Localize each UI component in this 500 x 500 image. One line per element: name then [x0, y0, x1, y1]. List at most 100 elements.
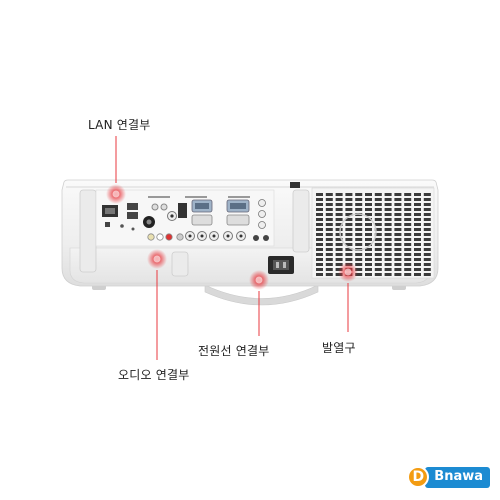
vent-slot — [374, 248, 382, 251]
vent-slot — [345, 193, 353, 196]
vent-slot — [335, 238, 343, 241]
vent-slot — [316, 203, 323, 206]
bnc-centers — [188, 234, 243, 238]
vent-slot — [335, 258, 343, 261]
vent-slot — [355, 233, 363, 236]
handle-right — [292, 189, 310, 253]
vent-slot — [365, 208, 372, 211]
vent-slot — [384, 268, 392, 271]
marker-audio — [147, 249, 167, 360]
vent-slot — [404, 223, 412, 226]
logo-b: B — [434, 468, 445, 484]
vent-slot — [325, 238, 333, 241]
vent-slot — [325, 218, 333, 221]
vent-slot — [394, 203, 402, 206]
audio-jacks — [147, 233, 184, 241]
vent-slot — [414, 268, 421, 271]
vent-slot — [345, 203, 353, 206]
vent-slot — [355, 193, 363, 196]
vent-slot — [374, 233, 382, 236]
vent-slot — [384, 248, 392, 251]
handle-mid — [171, 251, 189, 277]
vent-slot — [404, 233, 412, 236]
vent-slot — [384, 218, 392, 221]
vent-slot — [414, 243, 421, 246]
vent-slot — [325, 268, 333, 271]
vent-slot — [345, 213, 353, 216]
vent-slot — [365, 273, 372, 276]
vent-slot — [423, 248, 431, 251]
vent-slot — [335, 228, 343, 231]
vent-slot — [374, 238, 382, 241]
vent-slot — [423, 273, 431, 276]
vent-slot — [355, 223, 363, 226]
vent-slot — [374, 268, 382, 271]
vent-slot — [384, 213, 392, 216]
vent-slot — [394, 223, 402, 226]
vent-slot — [335, 213, 343, 216]
vent-slot — [365, 228, 372, 231]
vent-slot — [325, 203, 333, 206]
vent-slot — [325, 243, 333, 246]
vent-slot — [394, 238, 402, 241]
vent-slot — [316, 248, 323, 251]
vent-slot — [423, 193, 431, 196]
vent-slot — [404, 263, 412, 266]
vent-slot — [414, 198, 421, 201]
vent-slot — [325, 253, 333, 256]
vent-slot — [414, 208, 421, 211]
vent-slot — [423, 233, 431, 236]
vent-slot — [355, 238, 363, 241]
vent-slot — [335, 243, 343, 246]
vent-slot — [394, 198, 402, 201]
vent-slot — [316, 198, 323, 201]
vent-slot — [355, 208, 363, 211]
vent-slot — [345, 208, 353, 211]
video-jacks — [143, 203, 177, 228]
vent-slot — [423, 213, 431, 216]
vent-slot — [365, 223, 372, 226]
vent-slot — [325, 263, 333, 266]
panel-marking-2 — [185, 196, 207, 198]
vent-slot — [414, 248, 421, 251]
vent-slot — [325, 233, 333, 236]
vent-slot — [384, 243, 392, 246]
callout-lan-label: LAN 연결부 — [88, 118, 151, 132]
vent-slot — [394, 258, 402, 261]
callout-audio-label: 오디오 연결부 — [118, 368, 190, 382]
vent-slot — [355, 218, 363, 221]
vent-slot — [374, 228, 382, 231]
vent-slot — [423, 238, 431, 241]
vent-slot — [355, 203, 363, 206]
vent-slot — [355, 228, 363, 231]
vent-slot — [374, 253, 382, 256]
vent-slot — [365, 243, 372, 246]
vent-slot — [414, 238, 421, 241]
vent-slot — [365, 258, 372, 261]
vent-slot — [365, 233, 372, 236]
vent-slot — [374, 223, 382, 226]
vent-slot — [394, 253, 402, 256]
vent-slot — [414, 273, 421, 276]
vent-slot — [335, 263, 343, 266]
danawa-logo: D Bnawa — [407, 466, 490, 488]
vent-slot — [414, 223, 421, 226]
vent-slot — [423, 203, 431, 206]
vent-slot — [355, 263, 363, 266]
marker-vent — [338, 262, 358, 332]
vent-slot — [394, 228, 402, 231]
vent-slot — [365, 248, 372, 251]
top-dark-edge — [290, 182, 300, 188]
vent-slot — [414, 203, 421, 206]
vent-slot — [374, 198, 382, 201]
vent-slot — [423, 208, 431, 211]
vent-slot — [423, 243, 431, 246]
vent-slot — [345, 223, 353, 226]
vent-slot — [345, 248, 353, 251]
logo-mark-icon: D — [407, 466, 430, 488]
vent-slot — [355, 258, 363, 261]
logo-nawa: nawa — [444, 468, 483, 484]
marker-power — [249, 270, 269, 336]
vent-slot — [423, 258, 431, 261]
